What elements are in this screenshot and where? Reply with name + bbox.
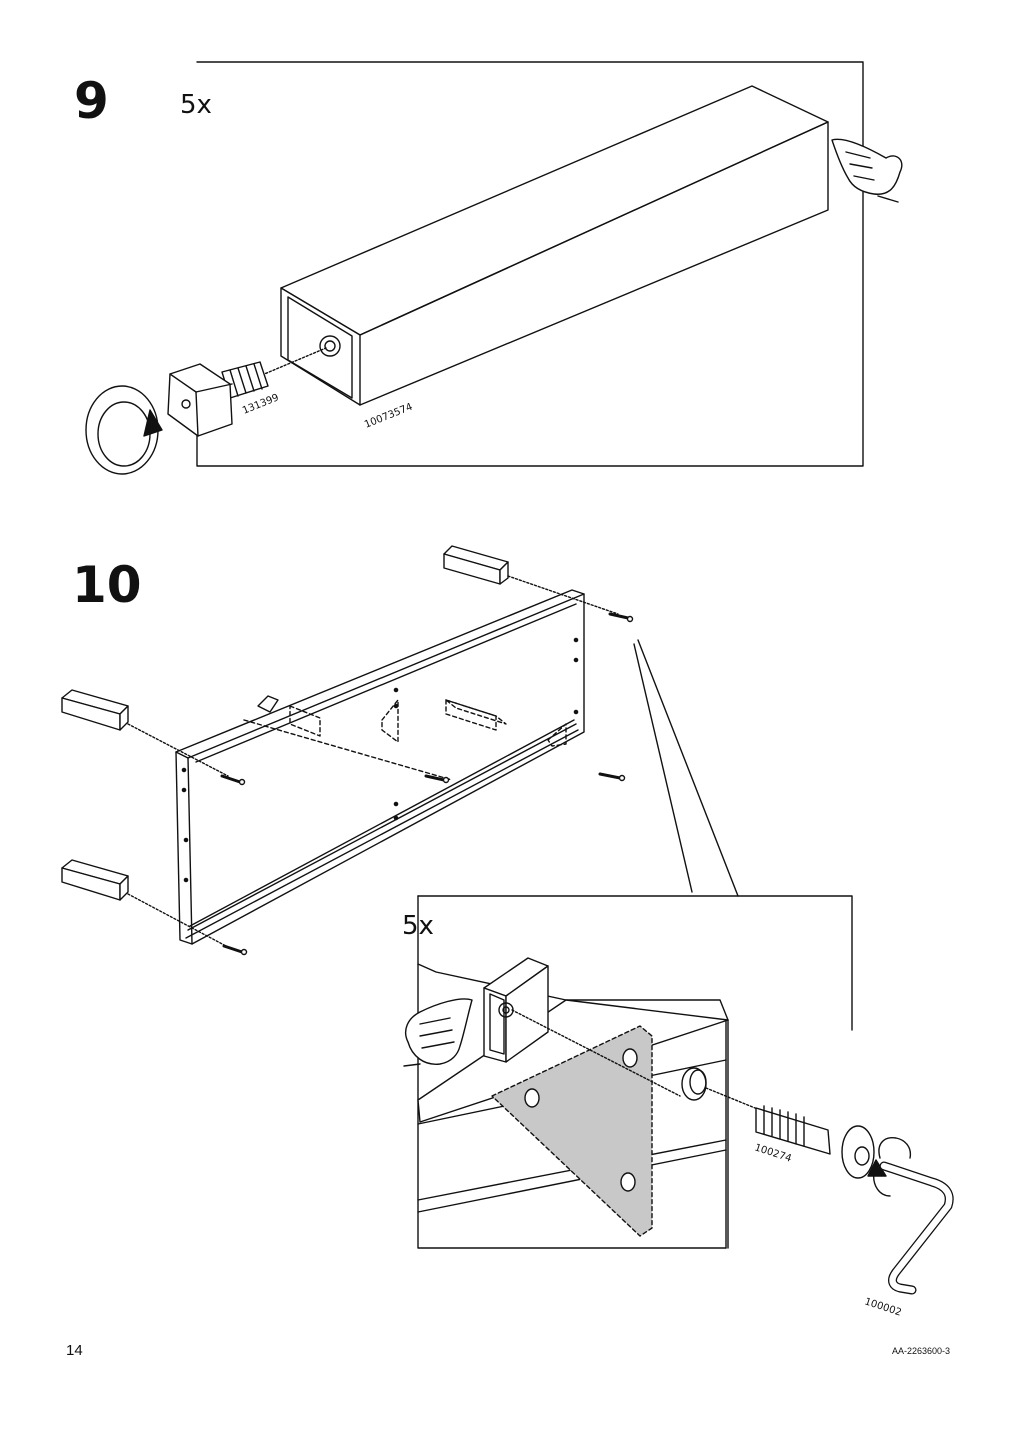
detail-frame — [417, 895, 853, 1031]
hex-key-icon — [879, 1161, 954, 1295]
leg-detail — [483, 957, 549, 1063]
leg-part — [443, 545, 509, 585]
corner-bracket — [491, 1025, 653, 1237]
bolt — [755, 1105, 875, 1179]
step-number: 9 — [74, 72, 109, 130]
rotate-arrow-icon — [85, 385, 163, 475]
hand-touch-icon — [831, 138, 903, 203]
panel-frame — [175, 589, 585, 945]
step9-frame — [196, 61, 864, 467]
screw — [220, 774, 246, 786]
part-number: 10073574 — [363, 402, 414, 431]
leg-part — [61, 689, 129, 731]
leg-tube — [280, 85, 829, 406]
part-number: 100002 — [863, 1296, 903, 1318]
page-number: 14 — [66, 1342, 83, 1359]
step-number: 10 — [72, 556, 142, 614]
screw — [424, 774, 450, 784]
hidden-parts — [243, 699, 567, 781]
screw — [608, 612, 634, 623]
adjustable-foot — [167, 347, 327, 437]
part-number: 100274 — [753, 1142, 793, 1164]
document-code: AA-2263600-3 — [891, 1346, 950, 1356]
leg-part — [61, 859, 129, 901]
screw — [598, 772, 626, 782]
screw — [222, 944, 248, 956]
hand-touch-icon — [403, 998, 473, 1067]
quantity-label: 5x — [180, 90, 212, 120]
part-number: 131399 — [241, 392, 281, 417]
connector-hole — [681, 1067, 707, 1101]
